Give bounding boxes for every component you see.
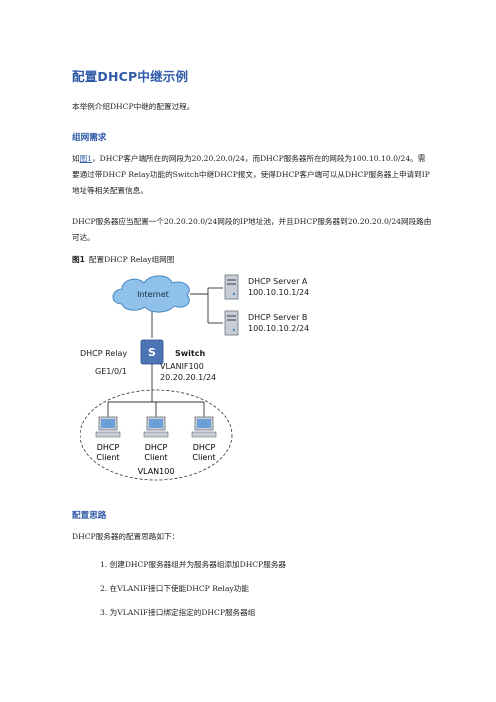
section-heading-config-plan: 配置思路 bbox=[72, 511, 107, 521]
server-b-ip: 100.10.10.2/24 bbox=[248, 324, 309, 333]
vlan-boundary bbox=[80, 389, 233, 481]
req-text: ，DHCP客户端所在的网段为20.20.20.0/24，而DHCP服务器所在的网… bbox=[72, 154, 430, 195]
server-a-icon bbox=[224, 274, 239, 300]
client-3-label-line1: DHCP bbox=[193, 443, 216, 452]
cloud-icon bbox=[112, 275, 190, 313]
port-label: GE1/0/1 bbox=[95, 367, 127, 376]
server-b-icon bbox=[224, 310, 239, 336]
vlan-label: VLAN100 bbox=[138, 467, 175, 476]
relay-label: DHCP Relay bbox=[80, 349, 127, 358]
config-step: 2. 在VLANIF接口下使能DHCP Relay功能 bbox=[100, 584, 249, 593]
req-prefix: 如 bbox=[72, 154, 80, 163]
client-3-label-line2: Client bbox=[192, 453, 215, 462]
figure-label: 图1 bbox=[72, 255, 85, 264]
client-1-label-line1: DHCP bbox=[97, 443, 120, 452]
plan-intro: DHCP服务器的配置思路如下： bbox=[72, 532, 180, 541]
requirements-paragraph: 如图1，DHCP客户端所在的网段为20.20.20.0/24，而DHCP服务器所… bbox=[72, 151, 432, 199]
client-3-icon bbox=[191, 416, 217, 438]
config-step: 1. 创建DHCP服务器组并为服务器组添加DHCP服务器 bbox=[100, 560, 287, 569]
server-b-name: DHCP Server B bbox=[248, 313, 307, 322]
server-a-ip: 100.10.10.1/24 bbox=[248, 288, 309, 297]
intro-text: 本举例介绍DHCP中继的配置过程。 bbox=[72, 102, 195, 111]
figure-caption-text: 配置DHCP Relay组网图 bbox=[88, 255, 175, 264]
server-a-name: DHCP Server A bbox=[248, 277, 308, 286]
client-2-label-line2: Client bbox=[144, 453, 167, 462]
switch-glyph: S bbox=[148, 346, 156, 359]
client-2-label-line1: DHCP bbox=[145, 443, 168, 452]
client-1-icon bbox=[95, 416, 121, 438]
client-1-label-line2: Client bbox=[96, 453, 119, 462]
vlanif-ip: 20.20.20.1/24 bbox=[160, 373, 216, 382]
page-title: 配置DHCP中继示例 bbox=[72, 69, 189, 84]
client-2-icon bbox=[143, 416, 169, 438]
links bbox=[107, 287, 223, 417]
internet-label: Internet bbox=[137, 290, 169, 299]
internet-cloud: Internet bbox=[112, 275, 190, 313]
requirements-paragraph-2: DHCP服务器应当配置一个20.20.20.0/24网段的IP地址池，并且DHC… bbox=[72, 217, 432, 242]
network-diagram: Internet DHCP Server A 100.10.10.1/24 DH… bbox=[80, 274, 309, 481]
switch-label: Switch bbox=[175, 349, 205, 358]
switch-icon: S bbox=[140, 339, 164, 365]
section-heading-network-requirements: 组网需求 bbox=[72, 133, 107, 143]
config-steps-list: 1. 创建DHCP服务器组并为服务器组添加DHCP服务器 2. 在VLANIF接… bbox=[100, 553, 286, 625]
vlanif-label: VLANIF100 bbox=[160, 362, 204, 371]
config-step: 3. 为VLANIF接口绑定指定的DHCP服务器组 bbox=[100, 608, 256, 617]
figure-link[interactable]: 图1 bbox=[79, 154, 93, 163]
